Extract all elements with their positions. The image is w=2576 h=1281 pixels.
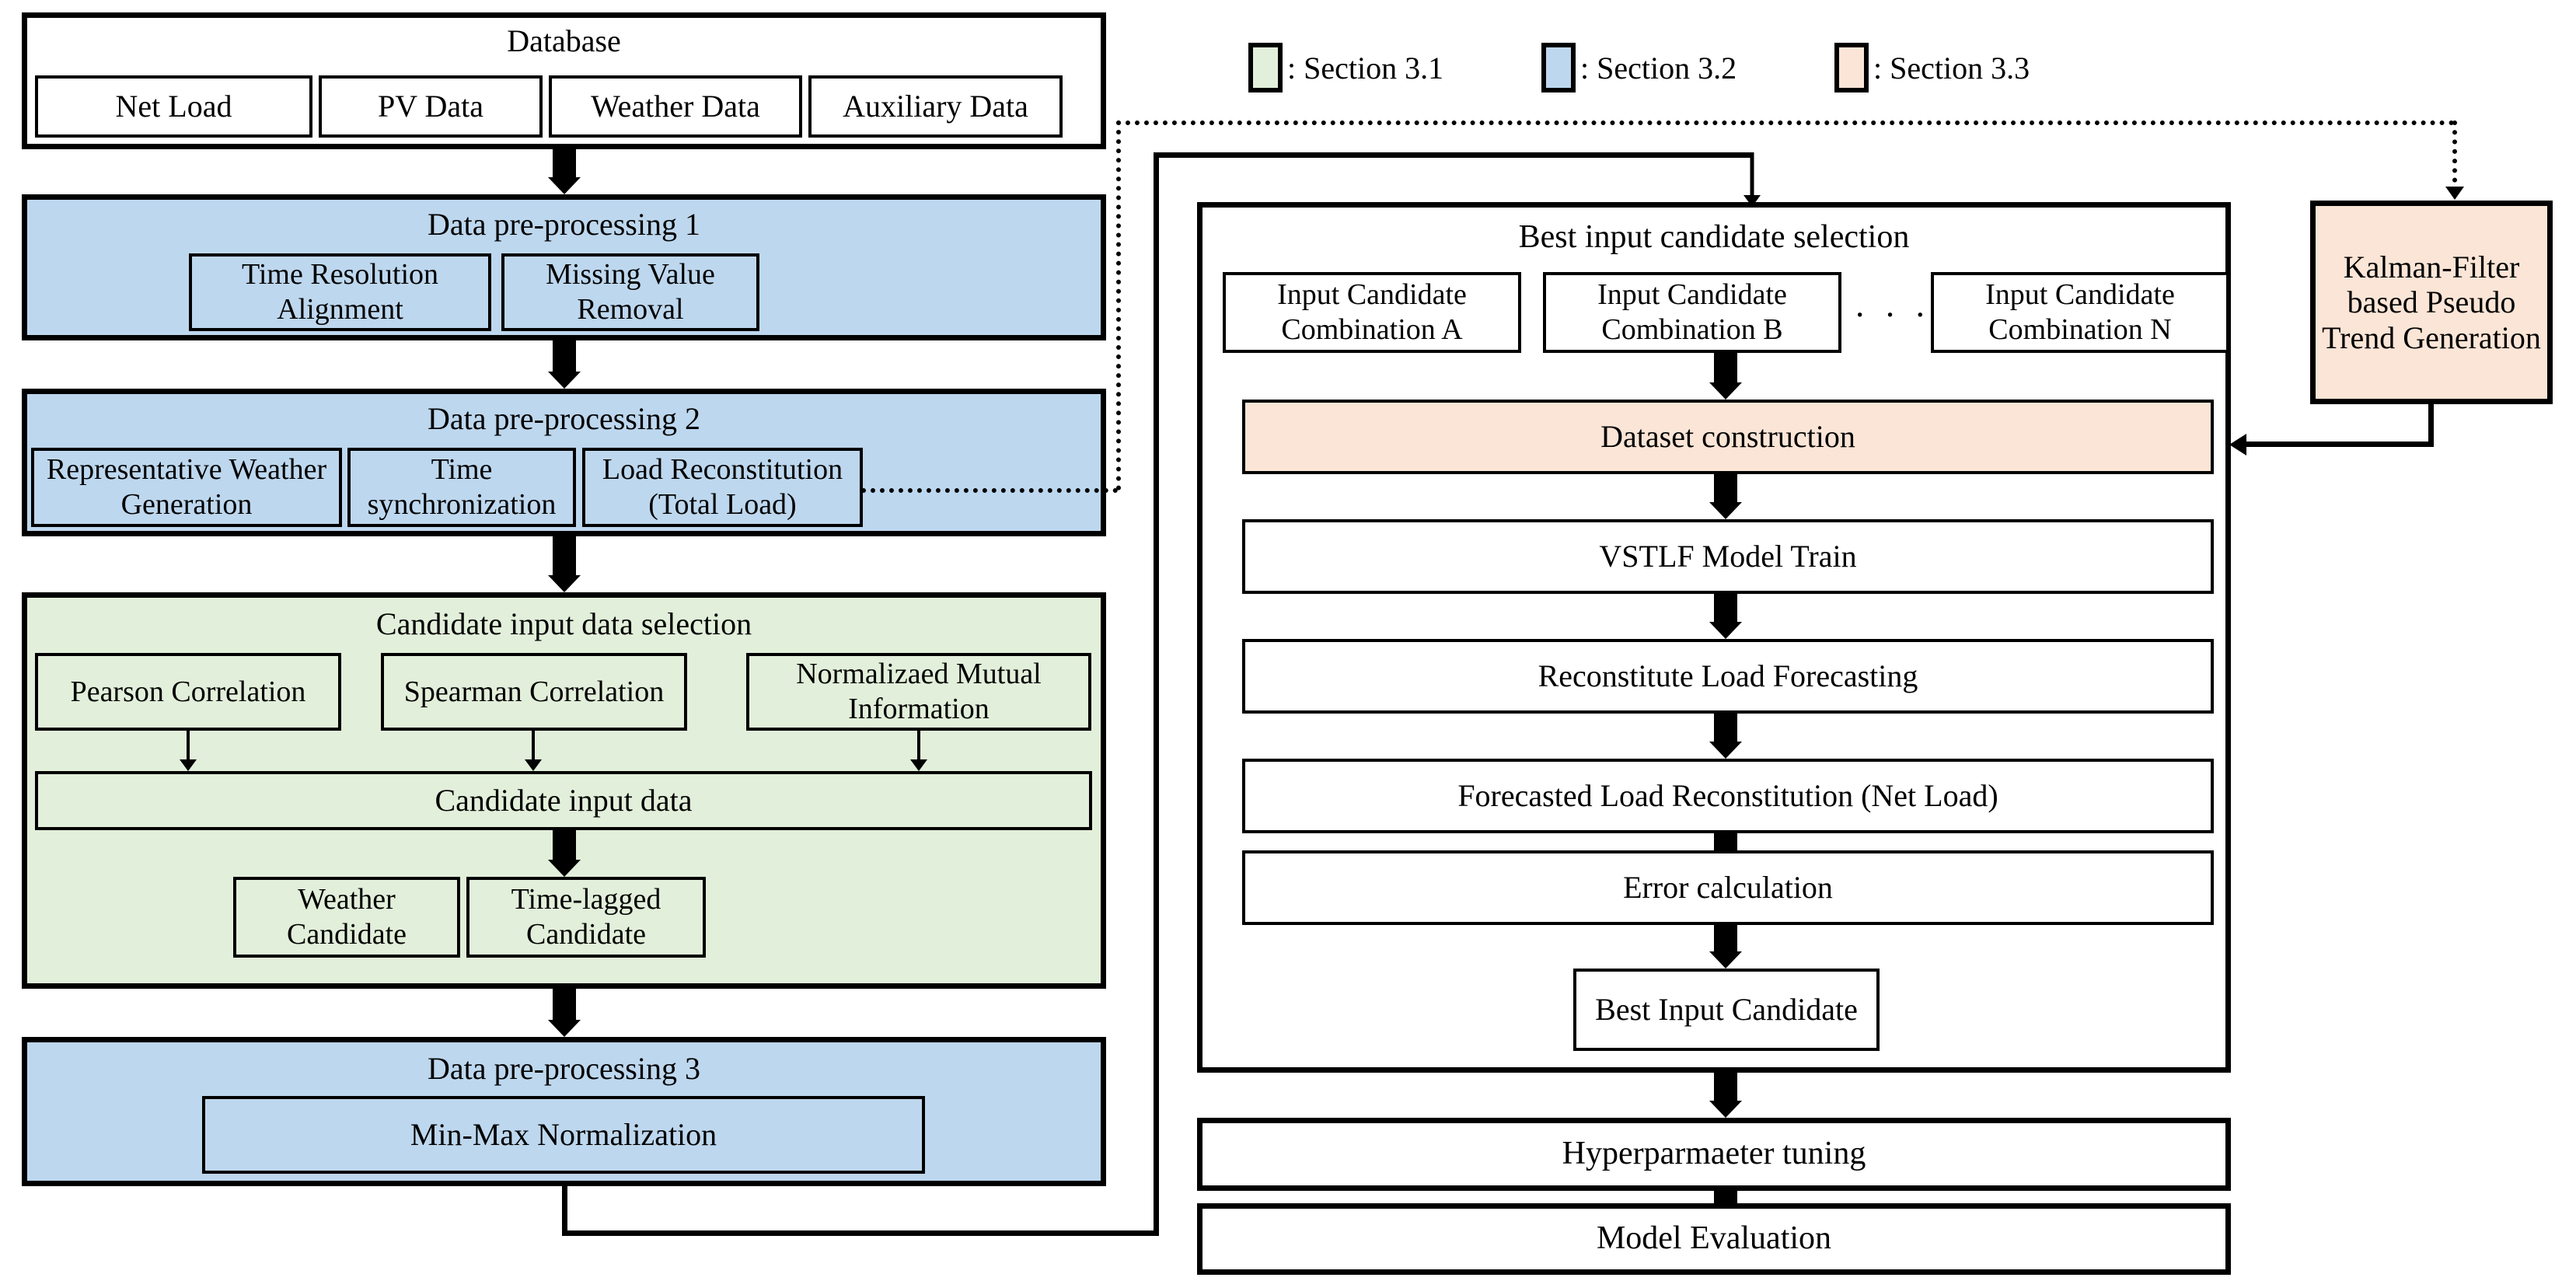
preprocessing3-item-min-max-normalization: Min-Max Normalization	[202, 1096, 925, 1174]
kalman-filter-label: Kalman-Filter based Pseudo Trend Generat…	[2322, 249, 2541, 355]
preprocessing1-title: Data pre-processing 1	[428, 207, 700, 242]
preprocessing1-item-time-resolution-alignment: Time Resolution Alignment	[189, 253, 491, 331]
dotted-connector-arrowhead-kalman	[2445, 187, 2464, 200]
preprocessing3-item-min-max-normalization-label: Min-Max Normalization	[410, 1117, 717, 1153]
candidate-method-pearson-label: Pearson Correlation	[70, 675, 306, 708]
preprocessing1-item-time-resolution-alignment-label: Time Resolution Alignment	[241, 258, 439, 326]
database-item-pv-data: PV Data	[319, 75, 543, 138]
arrow-spearman-to-candidate-input-data	[522, 731, 544, 771]
candidate-input-data-label: Candidate input data	[435, 783, 693, 819]
candidate-method-nmi: Normalizaed Mutual Information	[746, 653, 1091, 731]
arrow-candidate-selection-to-preprocessing3	[543, 989, 586, 1037]
step-error-calculation: Error calculation	[1242, 850, 2214, 925]
input-candidate-combination-b: Input Candidate Combination B	[1543, 272, 1841, 353]
preprocessing1-item-missing-value-removal-label: Missing Value Removal	[546, 258, 715, 326]
legend-swatch-blue	[1541, 43, 1576, 92]
legend-item-section-3-1: : Section 3.1	[1248, 43, 1443, 92]
best-input-candidate-result-label: Best Input Candidate	[1595, 992, 1858, 1028]
database-item-pv-data-label: PV Data	[378, 89, 483, 124]
legend-swatch-peach	[1834, 43, 1869, 92]
candidate-method-spearman: Spearman Correlation	[381, 653, 687, 731]
preprocessing2-item-load-reconstitution-label: Load Reconstitution (Total Load)	[602, 453, 843, 521]
arrowhead-into-dataset-construction	[2229, 434, 2246, 456]
arrow-dataset-construction-to-vstlf-model-train	[1704, 474, 1747, 519]
candidate-output-weather: Weather Candidate	[233, 877, 460, 958]
database-title: Database	[507, 23, 621, 58]
legend-swatch-green	[1248, 43, 1283, 92]
arrow-reconstitute-to-forecasted-load-reconstitution	[1704, 714, 1747, 759]
candidate-method-spearman-label: Spearman Correlation	[403, 675, 665, 708]
input-candidate-combination-n: Input Candidate Combination N	[1931, 272, 2229, 353]
step-dataset-construction: Dataset construction	[1242, 400, 2214, 474]
candidate-output-time-lagged: Time-lagged Candidate	[466, 877, 706, 958]
input-candidate-combination-a: Input Candidate Combination A	[1223, 272, 1521, 353]
preprocessing2-item-representative-weather-generation-label: Representative Weather Generation	[46, 453, 327, 521]
legend-item-section-3-3: : Section 3.3	[1834, 43, 2030, 92]
dotted-connector-vertical-right	[2452, 120, 2457, 192]
candidate-selection-title: Candidate input data selection	[375, 606, 752, 641]
input-candidate-combination-b-label: Input Candidate Combination B	[1597, 278, 1787, 346]
connector-kalman-down	[2428, 404, 2434, 447]
connector-top-into-best-input-selection	[1154, 152, 1752, 158]
arrow-best-input-selection-to-hyperparameter-tuning	[1704, 1073, 1747, 1118]
preprocessing2-item-time-synchronization: Time synchronization	[347, 448, 576, 527]
preprocessing3-title: Data pre-processing 3	[428, 1051, 700, 1086]
kalman-filter-box: Kalman-Filter based Pseudo Trend Generat…	[2310, 201, 2553, 404]
legend-item-section-3-2: : Section 3.2	[1541, 43, 1737, 92]
arrow-vstlf-model-train-to-reconstitute-load-forecasting	[1704, 594, 1747, 639]
step-dataset-construction-label: Dataset construction	[1600, 419, 1855, 455]
arrow-error-calculation-to-best-input-candidate	[1704, 925, 1747, 969]
step-error-calculation-label: Error calculation	[1623, 870, 1833, 906]
step-hyperparameter-tuning: Hyperparmaeter tuning	[1197, 1118, 2231, 1191]
legend-label-section-3-1: : Section 3.1	[1287, 50, 1444, 86]
candidate-input-data-box: Candidate input data	[35, 771, 1092, 830]
preprocessing2-title: Data pre-processing 2	[428, 401, 700, 436]
step-model-evaluation: Model Evaluation	[1197, 1203, 2231, 1275]
arrow-preprocessing1-to-preprocessing2	[543, 340, 586, 389]
database-item-auxiliary-data: Auxiliary Data	[808, 75, 1063, 138]
connector-up-to-best-input-selection	[1154, 152, 1159, 1236]
preprocessing1-item-missing-value-removal: Missing Value Removal	[501, 253, 759, 331]
legend-label-section-3-3: : Section 3.3	[1873, 50, 2030, 86]
database-item-weather-data: Weather Data	[549, 75, 802, 138]
candidate-method-nmi-label: Normalizaed Mutual Information	[796, 658, 1042, 725]
step-forecasted-load-reconstitution-label: Forecasted Load Reconstitution (Net Load…	[1457, 778, 1998, 814]
arrow-preprocessing2-to-candidate-selection	[543, 536, 586, 592]
arrow-pearson-to-candidate-input-data	[177, 731, 199, 771]
candidate-method-pearson: Pearson Correlation	[35, 653, 341, 731]
candidate-output-time-lagged-label: Time-lagged Candidate	[511, 883, 661, 951]
input-candidate-combination-n-label: Input Candidate Combination N	[1985, 278, 2175, 346]
best-input-candidate-result: Best Input Candidate	[1573, 969, 1880, 1051]
preprocessing2-item-representative-weather-generation: Representative Weather Generation	[31, 448, 342, 527]
connector-kalman-left-to-dataset	[2246, 442, 2434, 447]
database-item-auxiliary-data-label: Auxiliary Data	[843, 89, 1028, 124]
step-vstlf-model-train-label: VSTLF Model Train	[1599, 539, 1857, 574]
dotted-connector-vertical-left	[1116, 120, 1121, 490]
step-model-evaluation-label: Model Evaluation	[1596, 1220, 1832, 1257]
database-item-net-load-label: Net Load	[115, 89, 232, 124]
dotted-connector-from-load-reconstitution	[861, 488, 1118, 493]
legend-label-section-3-2: : Section 3.2	[1580, 50, 1737, 86]
connector-preprocessing3-right-segment	[562, 1230, 1159, 1236]
dotted-connector-top-horizontal	[1116, 120, 2455, 125]
connector-preprocessing3-down-segment	[562, 1186, 567, 1236]
database-item-weather-data-label: Weather Data	[591, 89, 760, 124]
step-reconstitute-load-forecasting: Reconstitute Load Forecasting	[1242, 639, 2214, 714]
step-vstlf-model-train: VSTLF Model Train	[1242, 519, 2214, 594]
candidate-output-weather-label: Weather Candidate	[286, 883, 407, 951]
best-input-selection-title: Best input candidate selection	[1518, 219, 1910, 255]
step-forecasted-load-reconstitution: Forecasted Load Reconstitution (Net Load…	[1242, 759, 2214, 833]
step-hyperparameter-tuning-label: Hyperparmaeter tuning	[1562, 1136, 1866, 1172]
combination-ellipsis: · · ·	[1854, 295, 1931, 334]
database-item-net-load: Net Load	[35, 75, 312, 138]
preprocessing2-item-load-reconstitution: Load Reconstitution (Total Load)	[582, 448, 863, 527]
arrow-combinations-to-dataset-construction	[1704, 353, 1747, 400]
preprocessing2-item-time-synchronization-label: Time synchronization	[367, 453, 557, 521]
step-reconstitute-load-forecasting-label: Reconstitute Load Forecasting	[1538, 658, 1918, 694]
arrow-into-best-input-selection	[1739, 152, 1765, 207]
arrow-candidate-input-data-to-outputs	[543, 830, 586, 877]
arrow-nmi-to-candidate-input-data	[908, 731, 930, 771]
input-candidate-combination-a-label: Input Candidate Combination A	[1277, 278, 1467, 346]
arrow-database-to-preprocessing1	[543, 149, 586, 194]
